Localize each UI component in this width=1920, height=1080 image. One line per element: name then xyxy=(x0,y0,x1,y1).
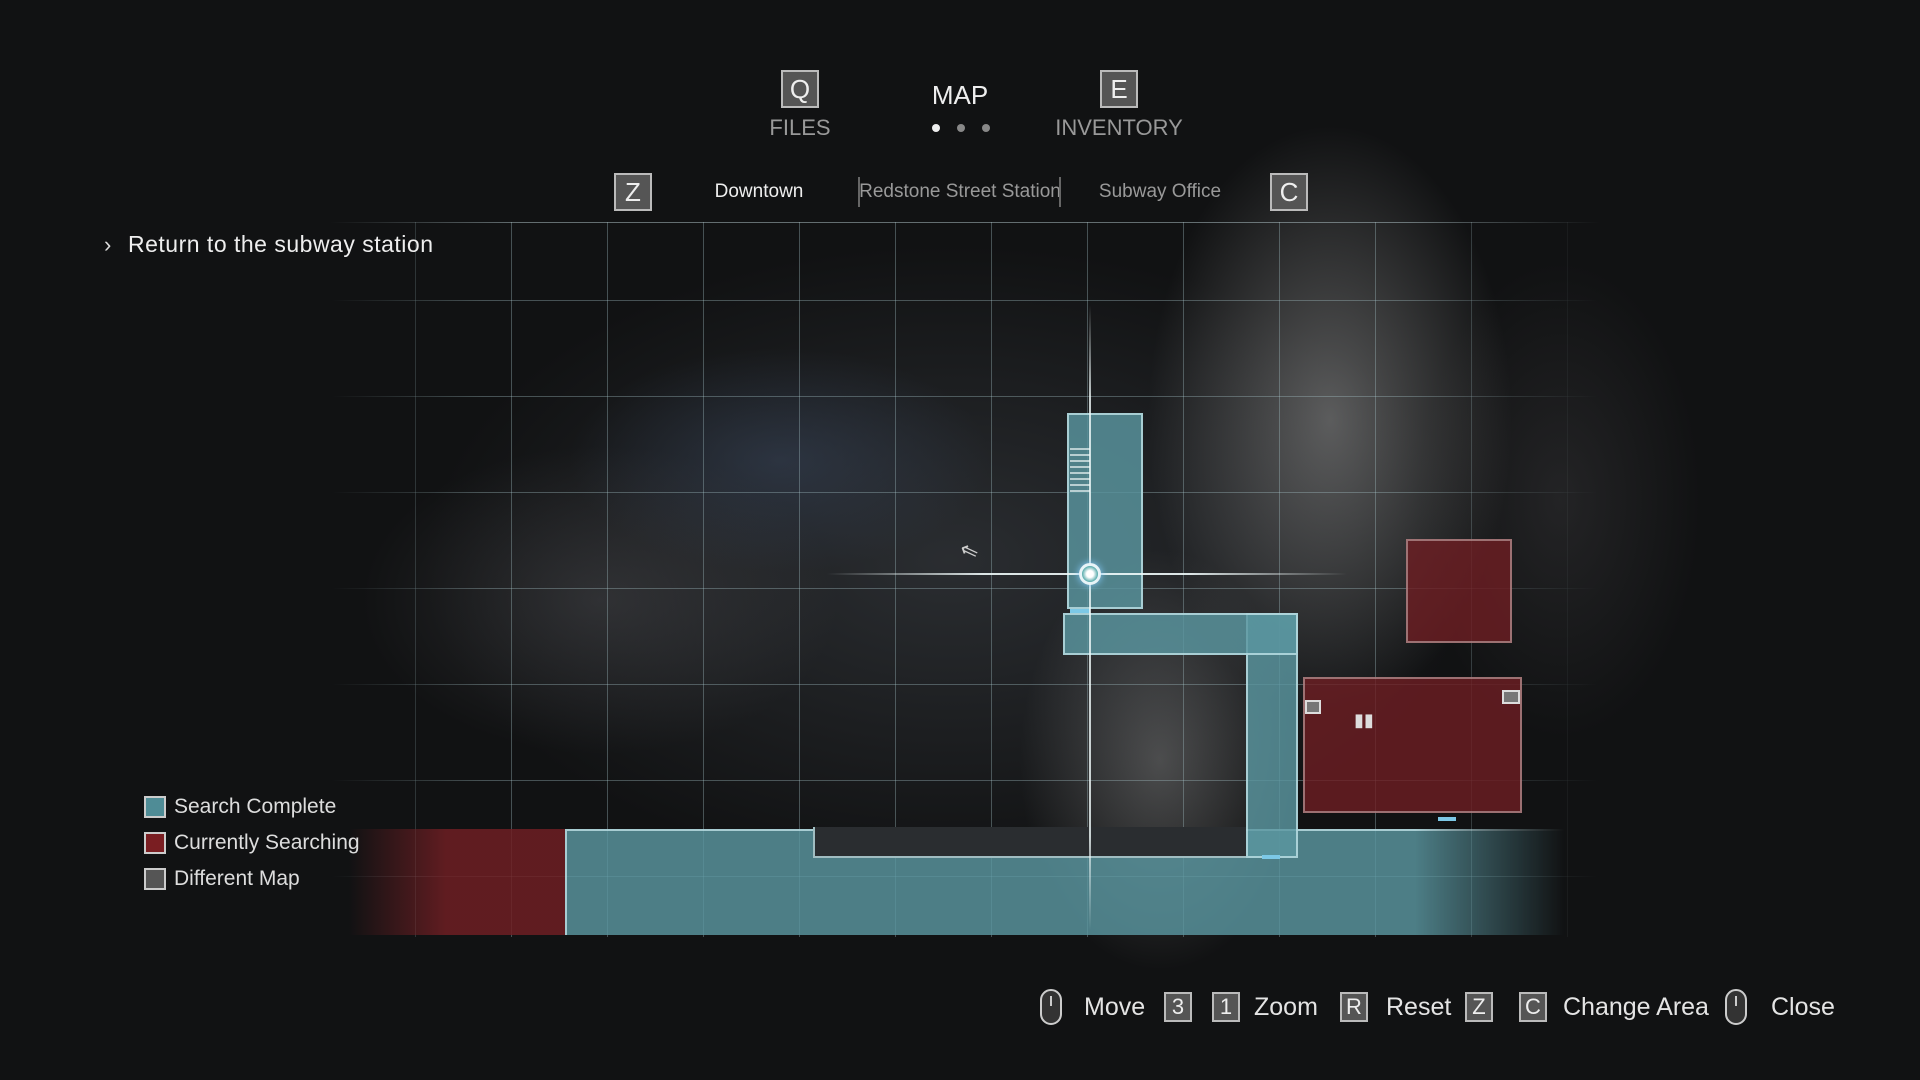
legend-different-map: Different Map xyxy=(144,867,300,891)
map-gap xyxy=(813,827,1246,858)
mouse-icon xyxy=(1040,989,1062,1025)
tab-files[interactable]: FILES xyxy=(769,115,831,140)
room-stairwell xyxy=(1067,413,1143,609)
legend-currently-searching: Currently Searching xyxy=(144,831,360,855)
control-label: Reset xyxy=(1386,992,1452,1021)
prev-area-key[interactable]: Z xyxy=(614,173,652,211)
control-reset[interactable]: R Reset xyxy=(1340,989,1451,1025)
page-dots xyxy=(932,124,990,132)
control-label: Zoom xyxy=(1254,992,1318,1021)
prev-area-key[interactable]: Z xyxy=(1465,992,1493,1022)
zoom-out-key[interactable]: 1 xyxy=(1212,992,1240,1022)
door-icon xyxy=(1262,855,1280,859)
legend-label: Different Map xyxy=(174,867,300,890)
legend-label: Search Complete xyxy=(174,795,337,818)
tab-map[interactable]: MAP xyxy=(931,80,989,110)
crosshair-vertical xyxy=(1089,305,1091,930)
next-area-key[interactable]: C xyxy=(1519,992,1547,1022)
room-currently-searching-left xyxy=(349,829,565,935)
room-currently-searching-lower xyxy=(1303,677,1522,813)
tab-inventory[interactable]: INVENTORY xyxy=(1055,115,1183,140)
legend-swatch xyxy=(144,832,166,854)
files-key[interactable]: Q xyxy=(781,70,819,108)
chevron-right-icon: › xyxy=(104,232,112,257)
reset-key[interactable]: R xyxy=(1340,992,1368,1022)
page-dot-active xyxy=(932,124,940,132)
legend-search-complete: Search Complete xyxy=(144,795,336,819)
room-currently-searching-upper xyxy=(1406,539,1512,643)
page-dot xyxy=(957,124,965,132)
divider xyxy=(858,177,860,207)
divider xyxy=(1059,177,1061,207)
area-tab-redstone-street-station[interactable]: Redstone Street Station xyxy=(859,181,1061,202)
ammo-icon: ▮▮ xyxy=(1354,710,1374,730)
player-location-marker xyxy=(1079,563,1101,585)
door-icon xyxy=(1070,609,1090,613)
door-icon xyxy=(1438,817,1456,821)
control-move[interactable]: Move xyxy=(1040,989,1145,1025)
area-tab-downtown[interactable]: Downtown xyxy=(714,181,804,202)
control-label: Move xyxy=(1084,992,1146,1021)
objective-text: Return to the subway station xyxy=(128,231,434,257)
stairs-icon xyxy=(1070,448,1090,496)
page-dot xyxy=(982,124,990,132)
legend-swatch xyxy=(144,868,166,890)
next-area-key[interactable]: C xyxy=(1270,173,1308,211)
room-horizontal-corridor xyxy=(1063,613,1298,655)
map-top-border xyxy=(330,222,1600,223)
map-grid[interactable] xyxy=(330,222,1600,937)
zoom-in-key[interactable]: 3 xyxy=(1164,992,1192,1022)
legend-swatch xyxy=(144,796,166,818)
control-label: Close xyxy=(1771,992,1835,1021)
mouse-icon xyxy=(1725,989,1747,1025)
area-tab-subway-office[interactable]: Subway Office xyxy=(1098,181,1222,202)
control-label: Change Area xyxy=(1563,992,1709,1021)
legend-label: Currently Searching xyxy=(174,831,360,854)
control-close[interactable]: Close xyxy=(1725,989,1835,1025)
typewriter-icon xyxy=(1305,700,1321,714)
item-box-icon xyxy=(1502,690,1520,704)
inventory-key[interactable]: E xyxy=(1100,70,1138,108)
